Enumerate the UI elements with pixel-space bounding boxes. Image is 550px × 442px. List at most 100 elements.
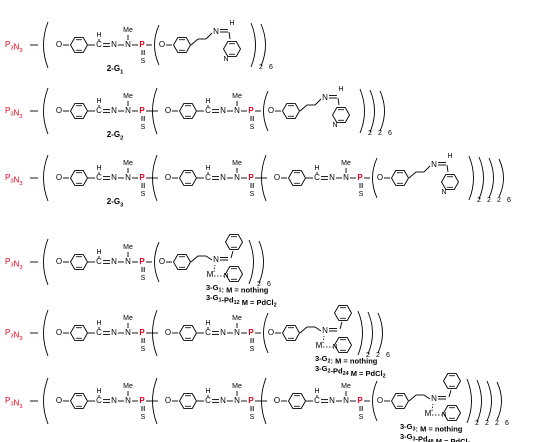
metal-atom: M (425, 409, 432, 418)
pyridine-ring-lower (224, 266, 244, 282)
nitrogen-atom: N (125, 173, 131, 182)
pyridine-nitrogen: N (223, 273, 228, 280)
bond (230, 250, 234, 259)
phenylene-ring (69, 103, 89, 119)
core-label: P3N3 (5, 173, 23, 186)
bond (446, 164, 449, 173)
pyridine-nitrogen: N (441, 412, 446, 419)
core-label: P3N3 (5, 396, 23, 409)
phosphorus-atom: P (139, 328, 145, 337)
methyl-group: Me (232, 93, 242, 100)
ring-outline (224, 266, 244, 282)
close-parenthesis (367, 311, 373, 355)
oxygen-atom: O (274, 173, 280, 182)
hydrogen-atom: H (205, 320, 210, 327)
close-parenthesis (379, 90, 385, 132)
hydrogen-atom: H (338, 86, 343, 93)
coordination-bond (213, 264, 216, 273)
sulfur-atom: S (141, 124, 146, 131)
phenylene-ring (69, 254, 89, 270)
phenylene-ring (178, 393, 198, 409)
bond (314, 98, 322, 106)
open-parenthesis (43, 377, 49, 425)
bracket-subscript: 2 (485, 420, 489, 427)
nitrogen-atom: N (234, 396, 240, 405)
bond (190, 38, 199, 46)
carbon-atom: C (205, 396, 211, 405)
sulfur-atom: S (141, 275, 146, 282)
methyl-group: Me (123, 93, 133, 100)
close-parenthesis (498, 158, 504, 198)
bond (205, 32, 213, 40)
phenylene-ring (172, 254, 192, 270)
close-parenthesis (488, 157, 494, 199)
open-parenthesis (154, 241, 160, 283)
ring-outline (178, 170, 198, 186)
methyl-group: Me (123, 383, 133, 390)
compound-caption: 3-G2-Pd24 M = PdCl2 (315, 364, 386, 380)
core-label: P3N3 (5, 106, 23, 119)
bond (299, 326, 308, 334)
nitrogen-atom: N (220, 173, 226, 182)
ring-outline (69, 37, 89, 53)
phenylene-ring (281, 103, 301, 119)
phenylene-ring (287, 170, 307, 186)
ring-outline (178, 103, 198, 119)
open-parenthesis (372, 157, 378, 199)
open-parenthesis (372, 380, 378, 422)
core-label: P3N3 (5, 257, 23, 270)
nitrogen-atom: N (125, 257, 131, 266)
sulfur-atom: S (141, 346, 146, 353)
oxygen-atom: O (268, 106, 274, 115)
bracket-subscript: 6 (388, 130, 392, 137)
hydrogen-atom: H (314, 165, 319, 172)
carbon-atom: C (96, 173, 102, 182)
oxygen-atom: O (159, 40, 165, 49)
pyridine-nitrogen: N (332, 122, 337, 129)
hydrogen-atom: H (96, 388, 101, 395)
nitrogen-atom: N (220, 328, 226, 337)
nitrogen-atom: N (431, 160, 437, 169)
phosphorus-atom: P (357, 173, 363, 182)
pyridine-nitrogen: N (223, 56, 228, 63)
phenylene-ring (390, 170, 410, 186)
phenylene-ring (178, 325, 198, 341)
nitrogen-atom: N (220, 106, 226, 115)
ring-outline (178, 325, 198, 341)
methyl-group: Me (232, 383, 242, 390)
compound-caption: 3-G2: M = nothing (315, 354, 378, 366)
bond (314, 326, 322, 332)
core-label: P3N3 (5, 40, 23, 53)
hydrogen-atom: H (314, 388, 319, 395)
oxygen-atom: O (165, 328, 171, 337)
oxygen-atom: O (56, 396, 62, 405)
phenylene-ring (69, 37, 89, 53)
compound-label: 2-G2 (107, 130, 124, 141)
nitrogen-atom: N (329, 396, 335, 405)
open-parenthesis (152, 377, 158, 425)
pyridine-nitrogen: N (441, 189, 446, 196)
ring-outline (172, 254, 192, 270)
phosphorus-atom: P (139, 257, 145, 266)
ring-outline (69, 393, 89, 409)
bracket-subscript: 2 (495, 420, 499, 427)
coordination-bond (322, 335, 325, 344)
methyl-group: Me (232, 315, 242, 322)
hydrogen-atom: H (447, 153, 452, 160)
hydrogen-atom: H (96, 165, 101, 172)
ring-outline (281, 103, 301, 119)
sulfur-atom: S (141, 191, 146, 198)
nitrogen-atom: N (343, 396, 349, 405)
phosphorus-atom: P (248, 328, 254, 337)
